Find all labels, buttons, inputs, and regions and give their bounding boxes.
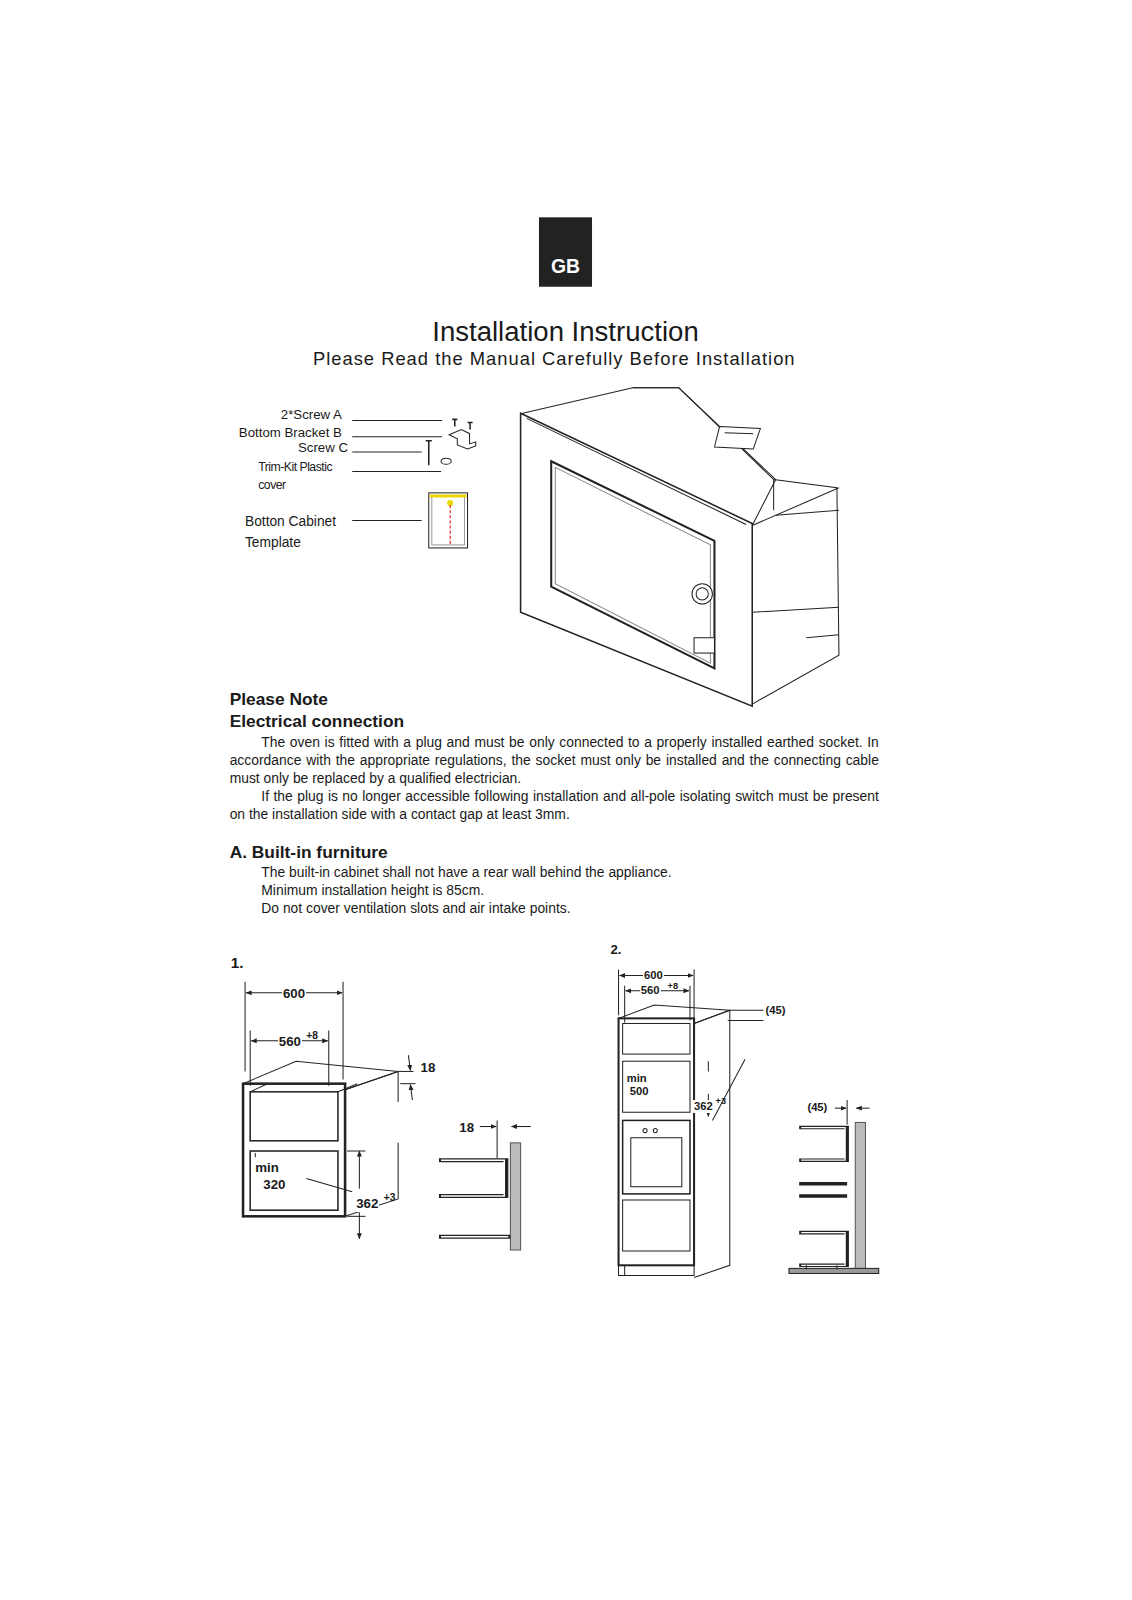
dimension-label: 18	[459, 1120, 474, 1135]
part-name: Botton Cabinet Template	[245, 512, 355, 553]
part-name: Trim-Kit Plastic cover	[258, 459, 348, 494]
instruction-text: The oven is fitted with a plug and must …	[230, 734, 879, 788]
dimension-label: 362	[693, 1100, 714, 1113]
dimension-label: 18	[421, 1060, 436, 1075]
dimension-label: 362	[355, 1196, 379, 1211]
instruction-text: A. Built-in furniture	[230, 843, 388, 863]
part-name: 2*Screw A	[281, 407, 342, 422]
language-badge: GB	[551, 255, 580, 277]
dimension-label: 560	[278, 1034, 302, 1049]
dimension-label: 600	[643, 969, 664, 982]
dimension-label: +3	[716, 1096, 726, 1107]
part-name: Screw C	[298, 440, 348, 455]
dimension-label: 320	[263, 1177, 285, 1192]
dimension-label: 1.	[231, 954, 244, 972]
dimension-label: min	[255, 1160, 279, 1175]
dimension-label: 2.	[610, 942, 621, 957]
part-name: Bottom Bracket B	[239, 425, 342, 440]
instruction-text: The built-in cabinet shall not have a re…	[261, 865, 671, 881]
dimension-label: 600	[282, 986, 306, 1001]
dimension-label: +8	[306, 1030, 318, 1042]
dimension-label: +3	[384, 1192, 396, 1204]
dimension-label: +8	[668, 981, 678, 992]
instruction-text: If the plug is no longer accessible foll…	[230, 788, 879, 824]
dimension-label: 560	[640, 984, 661, 997]
instruction-text: Please Note	[230, 690, 328, 710]
dimension-label: min	[626, 1072, 648, 1085]
instruction-text: Do not cover ventilation slots and air i…	[261, 901, 570, 917]
dimension-label: (45)	[807, 1101, 827, 1114]
instruction-text: Minimum installation height is 85cm.	[261, 883, 484, 899]
dimension-label: (45)	[766, 1004, 786, 1017]
page-title: Installation Instruction	[432, 316, 698, 348]
dimension-label: 500	[629, 1085, 650, 1098]
subtitle: Please Read the Manual Carefully Before …	[313, 348, 796, 369]
instruction-text: Electrical connection	[230, 712, 404, 732]
